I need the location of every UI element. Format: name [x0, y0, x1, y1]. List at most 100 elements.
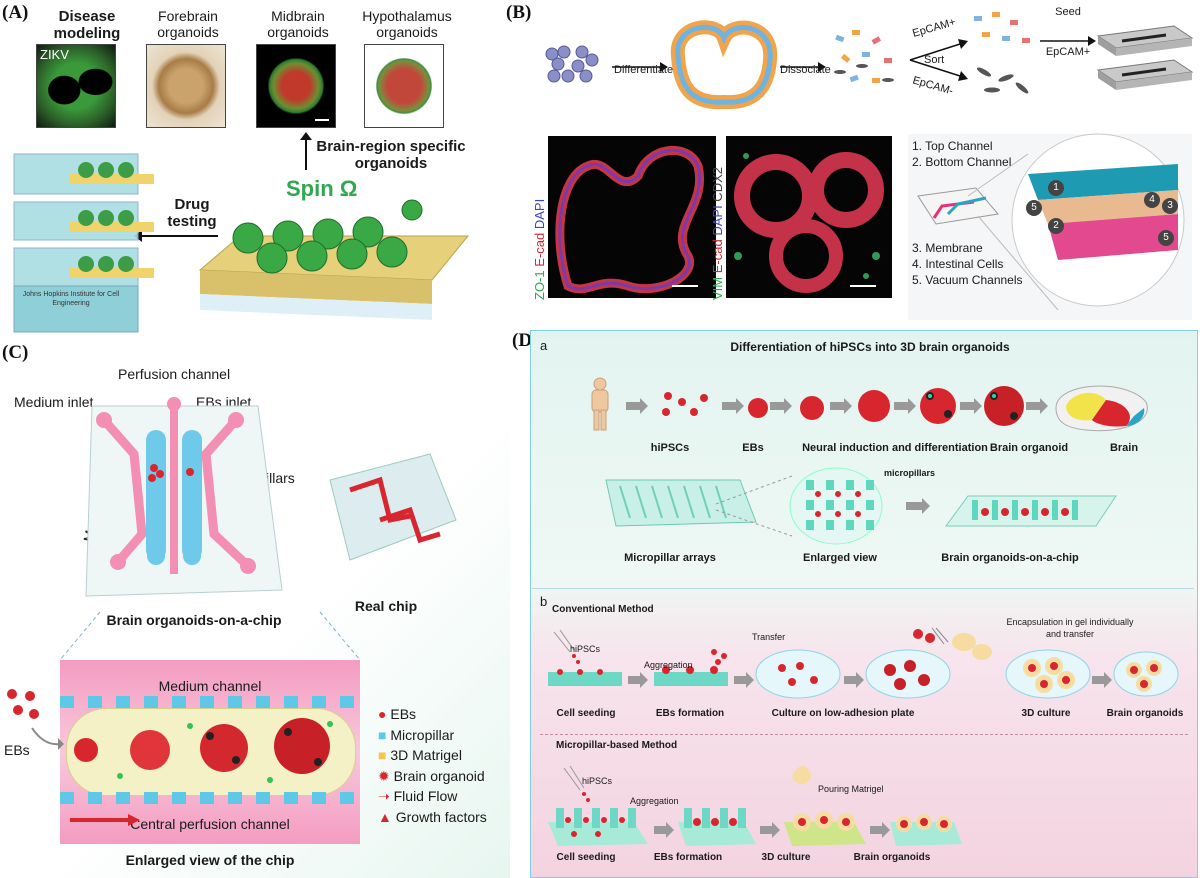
micropillar-method-label: Micropillar-based Method [556, 740, 678, 751]
micropillar-legend-icon: ■ [378, 726, 387, 743]
section-b-tag: b [540, 594, 548, 609]
stain1-labels: ZO-1 E-cad DAPI [532, 199, 547, 300]
stem-cell-cluster [545, 45, 599, 83]
legend-brain-organoid: ✹ Brain organoid [378, 766, 487, 787]
pillars-and-organoids [60, 696, 354, 804]
matrigel-legend-icon: ■ [378, 747, 387, 763]
panel-b-label: (B) [506, 2, 532, 23]
arrow-differentiate-icon [612, 62, 668, 72]
legend-intestinal-cells: 4. Intestinal Cells [912, 257, 1004, 271]
organoid-legend-icon: ✹ [378, 767, 390, 784]
step-neural-induction: Neural induction and differentiation [802, 442, 988, 454]
legend-fluid-flow: ➝ Fluid Flow [378, 786, 487, 807]
zo1-ecad-image [548, 136, 716, 298]
spin-omega-label: Spin Ω [286, 176, 358, 201]
hypothalamus-micrograph [364, 44, 444, 128]
medium-inlet-label: Medium inlet [14, 394, 94, 410]
chip-title: Brain organoids-on-a-chip [106, 612, 282, 628]
conv-step-cell-seeding: Cell seeding [556, 708, 616, 719]
brain-region-label: Brain-region specific organoids [316, 138, 466, 172]
zikv-label: ZIKV [40, 47, 69, 62]
step-brain-organoid: Brain organoid [989, 442, 1069, 454]
conv-step-ebs-formation: EBs formation [655, 708, 725, 719]
conventional-flow [548, 627, 1179, 699]
seed-epcam-label: EpCAM+ [1045, 46, 1091, 58]
midbrain-title: Midbrain organoids [267, 8, 329, 40]
legend-matrigel: ■ 3D Matrigel [378, 745, 487, 766]
seed-label: Seed [1055, 6, 1081, 18]
row2-brain-organoids-chip: Brain organoids-on-a-chip [941, 552, 1079, 564]
hypothalamus-title: Hypothalamus organoids [362, 8, 452, 40]
step-ebs: EBs [742, 442, 764, 454]
dissociate-label: Dissociate [780, 64, 831, 76]
step-hipscs: hiPSCs [650, 442, 690, 454]
enlarged-view: Medium channel Central perfusion channel [60, 660, 360, 844]
stain-ecad: E-cad [532, 232, 547, 267]
forebrain-micrograph [146, 44, 226, 128]
stain-cdx2: CDX2 [710, 167, 725, 202]
micropillars-small-label: micropillars [884, 468, 936, 478]
ebs-arrow-icon [31, 727, 64, 750]
legend-vacuum-channels: 5. Vacuum Channels [912, 273, 1023, 287]
micropillar-array-flow [605, 467, 1117, 545]
disease-modeling-title: Disease modeling [53, 8, 121, 42]
legend-micropillar: ■ Micropillar [378, 725, 487, 746]
legend-fluid-flow-label: Fluid Flow [393, 788, 458, 804]
section-divider [532, 588, 1194, 589]
legend-bottom-channel: 2. Bottom Channel [912, 155, 1012, 169]
scale-bar [315, 119, 329, 121]
marker-5a: 5 [1026, 200, 1042, 216]
mp-step-brain-organoids: Brain organoids [853, 852, 931, 863]
intestinal-organoid [670, 20, 778, 110]
legend-top: 1. Top Channel 2. Bottom Channel [912, 138, 1011, 170]
mp-aggregation-label: Aggregation [630, 796, 679, 806]
legend-bottom: 3. Membrane 4. Intestinal Cells 5. Vacuu… [912, 240, 1023, 288]
legend-matrigel-label: 3D Matrigel [390, 747, 462, 763]
forebrain-title: Forebrain organoids [157, 8, 219, 40]
central-perfusion-label: Central perfusion channel [130, 816, 290, 832]
conv-encapsulation-label: Encapsulation in gel individually and tr… [1006, 617, 1134, 639]
mp-step-ebs-formation: EBs formation [653, 852, 723, 863]
stain2-labels: VIM E-cad DAPI CDX2 [710, 167, 725, 300]
chip-3d-diagram [85, 397, 283, 597]
legend-growth-factors: ▲ Growth factors [378, 807, 487, 828]
epcam-neg-cells [976, 67, 1029, 94]
enlarged-medium-channel-label: Medium channel [158, 678, 262, 694]
chip-devices [1096, 25, 1194, 90]
differentiation-flow [591, 377, 1148, 432]
conv-aggregation-label: Aggregation [644, 660, 693, 670]
row2-micropillar-arrays: Micropillar arrays [624, 552, 716, 564]
epcam-pos-cells [974, 12, 1030, 43]
real-chip-label: Real chip [354, 598, 418, 614]
conv-hipscs-label: hiPSCs [570, 644, 601, 654]
midbrain-micrograph [256, 44, 336, 128]
ebs-left-label: EBs [4, 742, 30, 758]
mp-hipscs-label: hiPSCs [582, 776, 613, 786]
legend-brain-organoid-label: Brain organoid [393, 767, 485, 784]
marker-1: 1 [1048, 180, 1064, 196]
legend-ebs-label: EBs [390, 706, 417, 722]
legend-growth-factors-label: Growth factors [395, 808, 487, 825]
marker-2: 2 [1048, 218, 1064, 234]
fluid-flow-legend-icon: ➝ [378, 788, 390, 804]
arrow-dissociate-icon [780, 62, 826, 72]
mp-step-3d-culture: 3D culture [761, 852, 811, 863]
ebs-legend-icon: ● [378, 706, 387, 722]
section-a-tag: a [540, 338, 548, 353]
real-chip-photo [329, 453, 457, 561]
ebs-cluster-icon [7, 689, 39, 719]
enlarged-view-guides [59, 611, 361, 661]
stain-zo1: ZO-1 [532, 270, 547, 300]
stain-dapi: DAPI [532, 198, 547, 230]
bioreactor-label: Johns Hopkins Institute for Cell Enginee… [22, 291, 120, 307]
perfusion-channel-label: Perfusion channel [118, 366, 231, 382]
sort-label: Sort [924, 54, 945, 66]
sort-arrows-icon [909, 39, 968, 81]
legend-membrane: 3. Membrane [912, 241, 983, 255]
spin-omega-platform [198, 199, 470, 320]
differentiate-label: Differentiate [614, 64, 674, 76]
panel-c-label: (C) [2, 342, 29, 363]
vim-cdx2-image [726, 136, 892, 298]
chip-schematic: 1. Top Channel 2. Bottom Channel 3. Memb… [908, 133, 1192, 320]
marker-5b: 5 [1158, 230, 1174, 246]
